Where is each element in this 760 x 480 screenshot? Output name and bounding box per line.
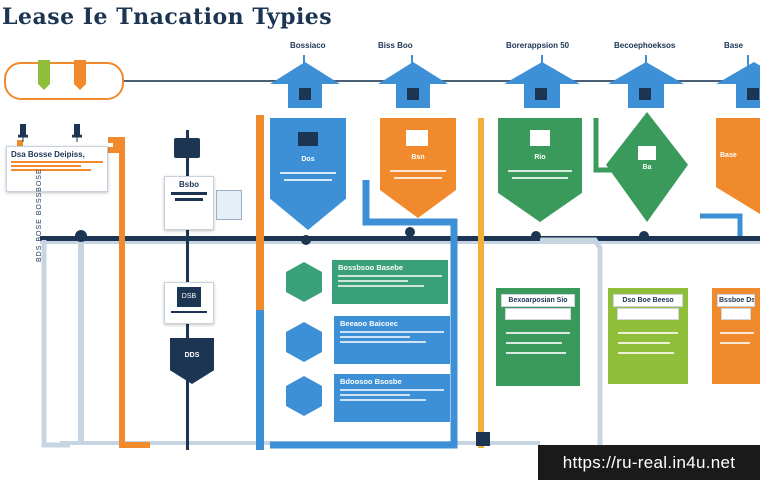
house-icon [608,62,684,108]
shield-label: Base [720,152,737,159]
house-icon [270,62,340,108]
shield-label: Bsn [411,154,425,161]
column-header: Becoephoeksos [614,41,676,50]
column-header: Bossiaco [290,41,326,50]
orange-tag-icon [74,60,86,90]
house-icon [504,62,580,108]
tag-pill [4,60,124,100]
page-title: Lease Ie Tnacation Typies [2,4,333,30]
shield-label: Dos [301,156,315,163]
cabinet-icon [530,130,550,146]
watermark-url[interactable]: https://ru-real.in4u.net [538,445,760,480]
feature-tile: Bdoosoo Bsosbe [334,374,450,422]
status-box-caption: Bssboe Ds [717,294,755,307]
status-box-caption: Dso Boe Beeso [613,294,683,307]
house-icon [716,62,760,108]
feature-tile-title: Bossbsoo Basebe [338,263,404,272]
feature-tile-title: Bdoosoo Bsosbe [340,377,402,386]
mid-card-title: DSB [177,287,201,307]
column-header: Base [724,41,744,50]
mid-card-title: Bsbo [179,180,199,189]
mid-shield-label: DDS [184,352,200,359]
document-icon [216,190,242,220]
status-box-caption: Bexoarposian Sio [501,294,575,307]
column-header: Borerappsion 50 [506,41,570,50]
mid-card: DSB [164,282,214,324]
column-header: Biss Boo [378,41,413,50]
house-icon [378,62,448,108]
feature-tile: Beeaoo Baicoec [334,316,450,364]
info-card: Dsa Bosse Deipiss, [6,146,108,192]
status-box: Bexoarposian Sio [496,288,580,386]
mid-card: Bsbo [164,176,214,230]
feature-tile-title: Beeaoo Baicoec [340,319,398,328]
bag-icon [638,146,656,160]
lock-icon [174,138,200,158]
main-bus-line [40,236,760,241]
vertical-label: BDS BOSE BOSSBOSE [36,168,43,262]
green-tag-icon [38,60,50,90]
feature-tile: Bossbsoo Basebe [332,260,448,304]
shield-label: Rio [534,154,546,161]
folder-icon [298,132,318,146]
briefcase-icon [406,130,428,146]
info-card-title: Dsa Bosse Deipiss, [11,150,85,159]
diamond-label: Ba [642,164,652,171]
status-box: Dso Boe Beeso [608,288,688,384]
pin-icon [72,124,82,142]
pin-icon [18,124,28,142]
status-box: Bssboe Ds [712,288,760,384]
